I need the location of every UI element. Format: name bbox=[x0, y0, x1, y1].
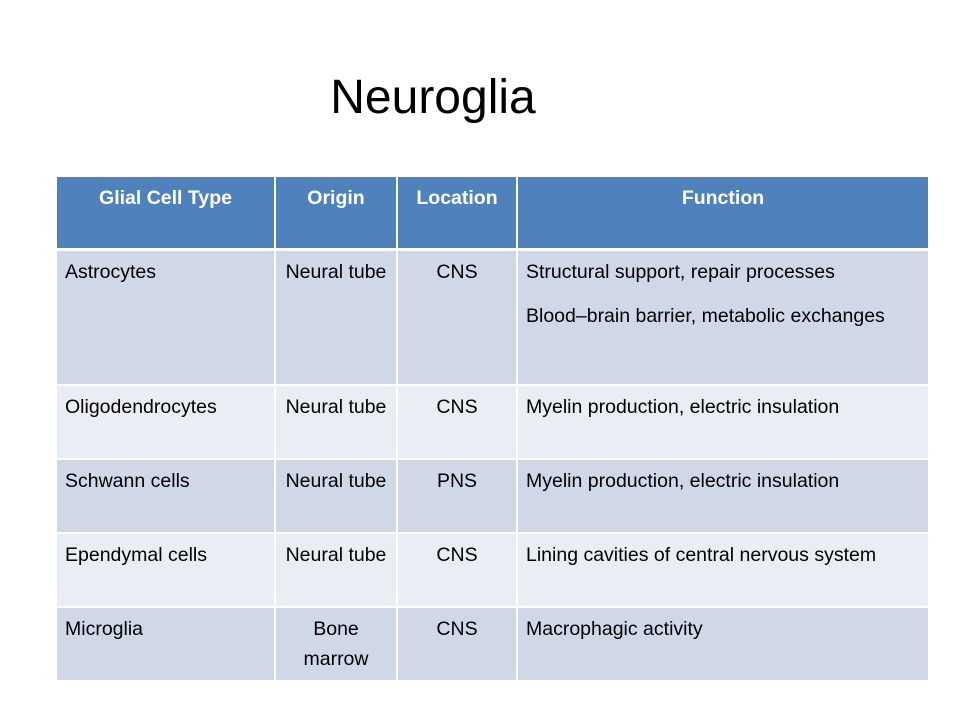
neuroglia-table: Glial Cell Type Origin Location Function… bbox=[57, 177, 928, 682]
function-line: Myelin production, electric insulation bbox=[526, 396, 840, 418]
function-line: Myelin production, electric insulation bbox=[526, 470, 840, 492]
cell-function: Macrophagic activity bbox=[517, 607, 928, 682]
cell-type: Astrocytes bbox=[57, 249, 276, 386]
header-glial-cell-type: Glial Cell Type bbox=[57, 177, 276, 251]
table-header-row: Glial Cell Type Origin Location Function bbox=[57, 177, 928, 251]
table-row: Microglia Bone marrow CNS Macrophagic ac… bbox=[57, 607, 928, 682]
cell-type: Microglia bbox=[57, 607, 276, 682]
cell-location: CNS bbox=[397, 249, 518, 386]
cell-origin: Neural tube bbox=[275, 533, 398, 608]
function-line: Macrophagic activity bbox=[526, 618, 703, 640]
header-origin: Origin bbox=[275, 177, 398, 251]
cell-origin: Bone marrow bbox=[275, 607, 398, 682]
cell-origin: Neural tube bbox=[275, 459, 398, 534]
cell-type: Oligodendrocytes bbox=[57, 385, 276, 460]
table-row: Astrocytes Neural tube CNS Structural su… bbox=[57, 249, 928, 386]
cell-function: Myelin production, electric insulation bbox=[517, 385, 928, 460]
table-row: Schwann cells Neural tube PNS Myelin pro… bbox=[57, 459, 928, 534]
cell-function: Lining cavities of central nervous syste… bbox=[517, 533, 928, 608]
cell-type: Ependymal cells bbox=[57, 533, 276, 608]
table-row: Oligodendrocytes Neural tube CNS Myelin … bbox=[57, 385, 928, 460]
header-location: Location bbox=[397, 177, 518, 251]
cell-function: Structural support, repair processes Blo… bbox=[517, 249, 928, 386]
cell-origin: Neural tube bbox=[275, 385, 398, 460]
cell-location: CNS bbox=[397, 385, 518, 460]
function-line: Blood–brain barrier, metabolic exchanges bbox=[526, 304, 885, 327]
cell-location: CNS bbox=[397, 533, 518, 608]
cell-location: CNS bbox=[397, 607, 518, 682]
header-function: Function bbox=[517, 177, 928, 251]
page-title: Neuroglia bbox=[330, 71, 536, 124]
function-line: Lining cavities of central nervous syste… bbox=[526, 544, 877, 566]
table-row: Ependymal cells Neural tube CNS Lining c… bbox=[57, 533, 928, 608]
function-line: Structural support, repair processes bbox=[526, 260, 835, 283]
cell-location: PNS bbox=[397, 459, 518, 534]
cell-type: Schwann cells bbox=[57, 459, 276, 534]
cell-origin: Neural tube bbox=[275, 249, 398, 386]
cell-function: Myelin production, electric insulation bbox=[517, 459, 928, 534]
